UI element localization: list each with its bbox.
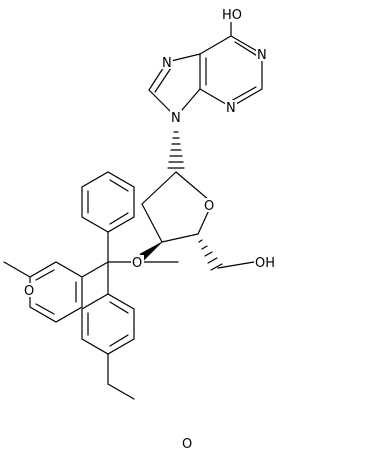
hashed-bond-n9-c1 (167, 131, 185, 169)
left-methoxyphenyl-ring (3, 261, 83, 323)
atom-labels: HO N N N N O O OH O O (23, 6, 278, 452)
hashed-bond-c4-c5 (198, 239, 223, 271)
label-methoxy-oxygen-left: O (24, 284, 34, 299)
label-trityl-ether-oxygen: O (132, 256, 142, 271)
bottom-methoxyphenyl-ring (81, 293, 135, 400)
phenyl-ring (81, 171, 135, 233)
label-purine-n7: N (162, 56, 172, 71)
label-ring-oxygen: O (204, 199, 214, 214)
deoxyribose-ring (139, 131, 255, 271)
label-purine-n9: N (171, 111, 181, 126)
label-methoxy-oxygen-bottom: O (182, 437, 192, 452)
label-purine-oh: HO (222, 8, 242, 23)
label-purine-n1: N (257, 48, 267, 63)
label-purine-n3: N (226, 101, 236, 116)
label-hydroxymethyl-oh: OH (255, 256, 275, 271)
